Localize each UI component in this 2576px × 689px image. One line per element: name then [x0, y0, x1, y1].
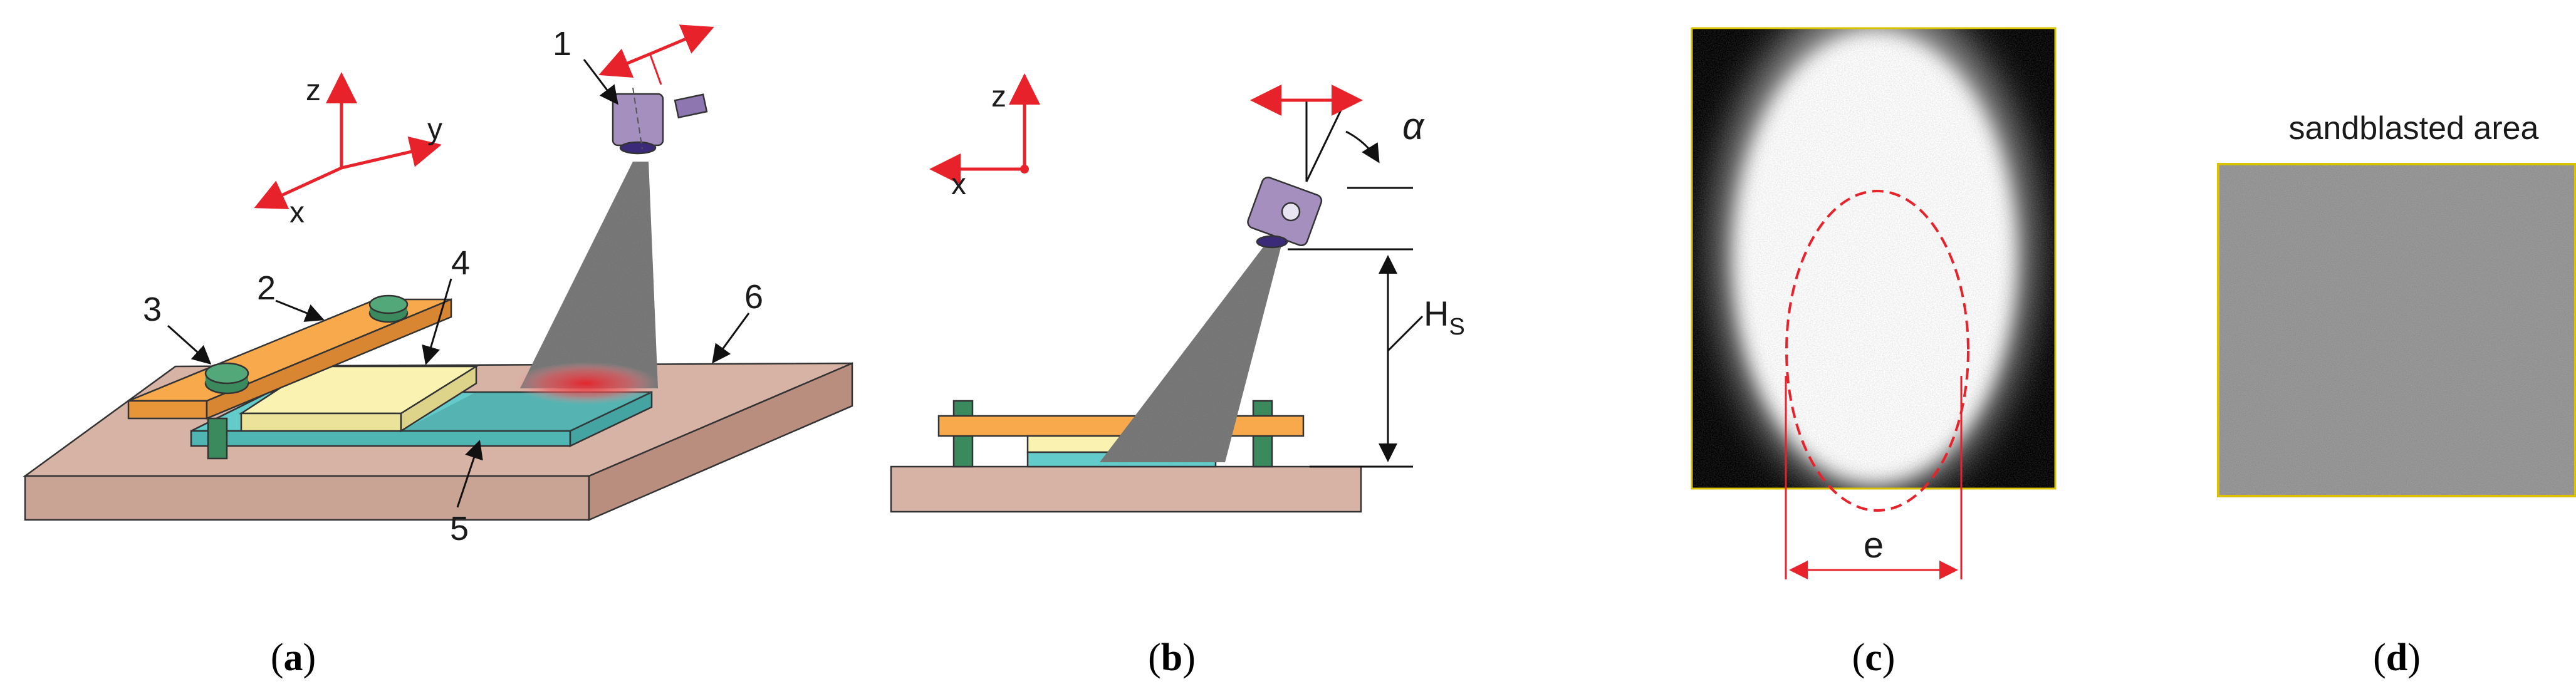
caption-a: (a): [271, 636, 316, 679]
callouts-a: [167, 59, 750, 508]
spray-jet-a: [514, 162, 658, 405]
nozzle-b: [1247, 177, 1323, 249]
nozzle-a: [612, 87, 708, 155]
bolt-right: [368, 294, 409, 323]
fixture-b: [937, 400, 1305, 468]
caption-b: (b): [1148, 636, 1196, 679]
callout-5: 5: [450, 510, 469, 547]
width-dimension: [1785, 376, 1963, 579]
base-table-b: [890, 465, 1362, 513]
impact-hotspot: [514, 362, 658, 405]
axis-z-label-b: z: [991, 80, 1006, 113]
callout-6: 6: [744, 278, 763, 316]
caption-d: (d): [2373, 636, 2421, 679]
axis-y-label: y: [427, 113, 442, 146]
callout-2: 2: [257, 269, 276, 307]
callout-4: 4: [451, 244, 470, 282]
axis-x-label: x: [289, 196, 305, 229]
callout-1: 1: [553, 25, 571, 63]
height-dimension: [1288, 187, 1424, 468]
spray-footprint-outline: [1785, 190, 1969, 512]
bolt-left: [204, 362, 249, 460]
panel-d: sandblasted area (d): [2217, 110, 2576, 679]
axis-z-label: z: [306, 74, 321, 107]
angle-alpha-label: α: [1402, 105, 1425, 147]
caption-c: (c): [1852, 636, 1895, 679]
panel-b: z x α: [890, 73, 1465, 679]
callout-3: 3: [143, 291, 162, 328]
axis-x-label-b: x: [951, 168, 966, 201]
panel-a-axes: z y x: [254, 72, 442, 229]
sandblasted-area-title: sandblasted area: [2289, 110, 2539, 147]
motion-arrow-a: [598, 48, 652, 78]
panel-b-axes: z x: [929, 73, 1040, 201]
panel-c: e (c): [1691, 0, 2057, 679]
angle-indicator: α: [1305, 96, 1425, 182]
panel-a: z y x: [23, 24, 853, 679]
width-e-label: e: [1864, 525, 1884, 566]
height-hs-label: HS: [1424, 294, 1465, 340]
